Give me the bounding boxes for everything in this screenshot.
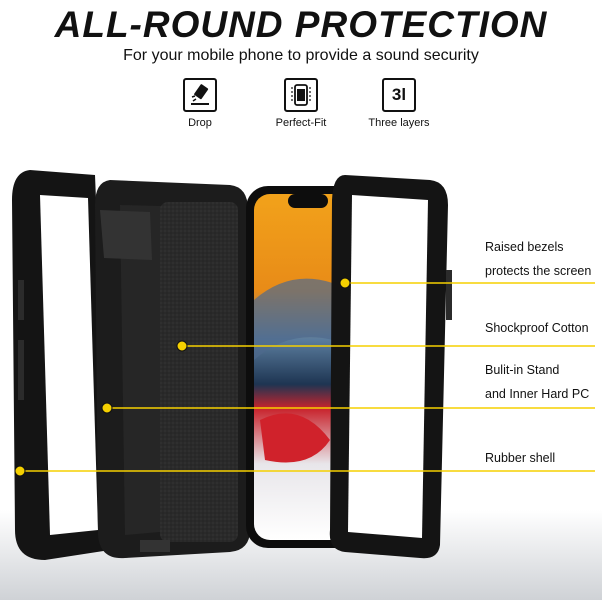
three-layers-icon: 3l <box>382 78 416 112</box>
inner-hard-pc <box>95 180 250 559</box>
feature-perfect-fit: Perfect-Fit <box>256 78 346 129</box>
callout-lines <box>14 277 595 477</box>
callout-raised-bezels: Raised bezels protects the screen <box>485 240 592 278</box>
callout-rubber-shell: Rubber shell <box>485 451 556 465</box>
perfect-fit-icon <box>284 78 318 112</box>
drop-icon <box>183 78 217 112</box>
page-subtitle: For your mobile phone to provide a sound… <box>123 47 479 64</box>
feature-label: Drop <box>188 117 212 129</box>
callout-shockproof-cotton: Shockproof Cotton <box>485 321 589 335</box>
feature-label: Perfect-Fit <box>275 117 327 129</box>
page-title: ALL-ROUND PROTECTION <box>54 4 548 45</box>
rubber-shell <box>12 170 110 560</box>
callout-stand-hard-pc: Bulit-in Stand and Inner Hard PC <box>485 363 590 401</box>
product-illustration <box>0 170 602 600</box>
feature-label: Three layers <box>368 117 430 129</box>
feature-three-layers: 3l Three layers <box>354 78 444 129</box>
feature-drop: Drop <box>155 78 245 129</box>
shockproof-foam <box>160 202 238 542</box>
raised-bezel-frame <box>329 175 452 559</box>
